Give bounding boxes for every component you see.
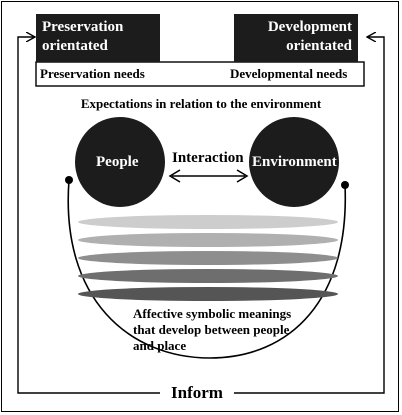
interaction-label: Interaction <box>172 150 244 166</box>
environment-circle <box>249 117 339 207</box>
arc-endpoint-left <box>65 176 73 184</box>
meanings-line-1: Affective symbolic meanings <box>133 306 292 321</box>
meaning-arc <box>67 179 347 359</box>
interaction-arrowhead-right <box>236 169 249 183</box>
inform-line-left <box>17 37 160 394</box>
preservation-needs-label: Preservation needs <box>40 66 145 81</box>
preservation-title: Preservation orientated <box>42 19 124 54</box>
environment-label: Environment <box>252 154 337 170</box>
preservation-title-box: Preservation orientated <box>36 14 160 62</box>
meaning-band-1 <box>78 215 338 229</box>
people-label: People <box>96 154 139 170</box>
meaning-band-4 <box>78 269 338 283</box>
developmental-needs-label: Developmental needs <box>230 66 348 81</box>
meaning-band-3 <box>78 251 338 265</box>
expectations-label: Expectations in relation to the environm… <box>80 96 322 111</box>
meanings-line-3: and place <box>133 338 187 353</box>
interaction-arrowhead-left <box>168 169 181 183</box>
development-title-box: Development orientated <box>234 14 358 62</box>
arc-endpoint-right <box>341 181 349 189</box>
people-circle <box>75 117 165 207</box>
inform-label: Inform <box>160 383 234 403</box>
meanings-line-2: that develop between people <box>133 322 290 337</box>
meanings-text: Affective symbolic meanings that develop… <box>133 306 291 354</box>
development-title: Development orientated <box>267 19 352 54</box>
needs-box <box>35 61 365 87</box>
meaning-band-2 <box>78 233 338 247</box>
meaning-band-5 <box>78 287 338 301</box>
inform-line-right <box>234 37 385 394</box>
